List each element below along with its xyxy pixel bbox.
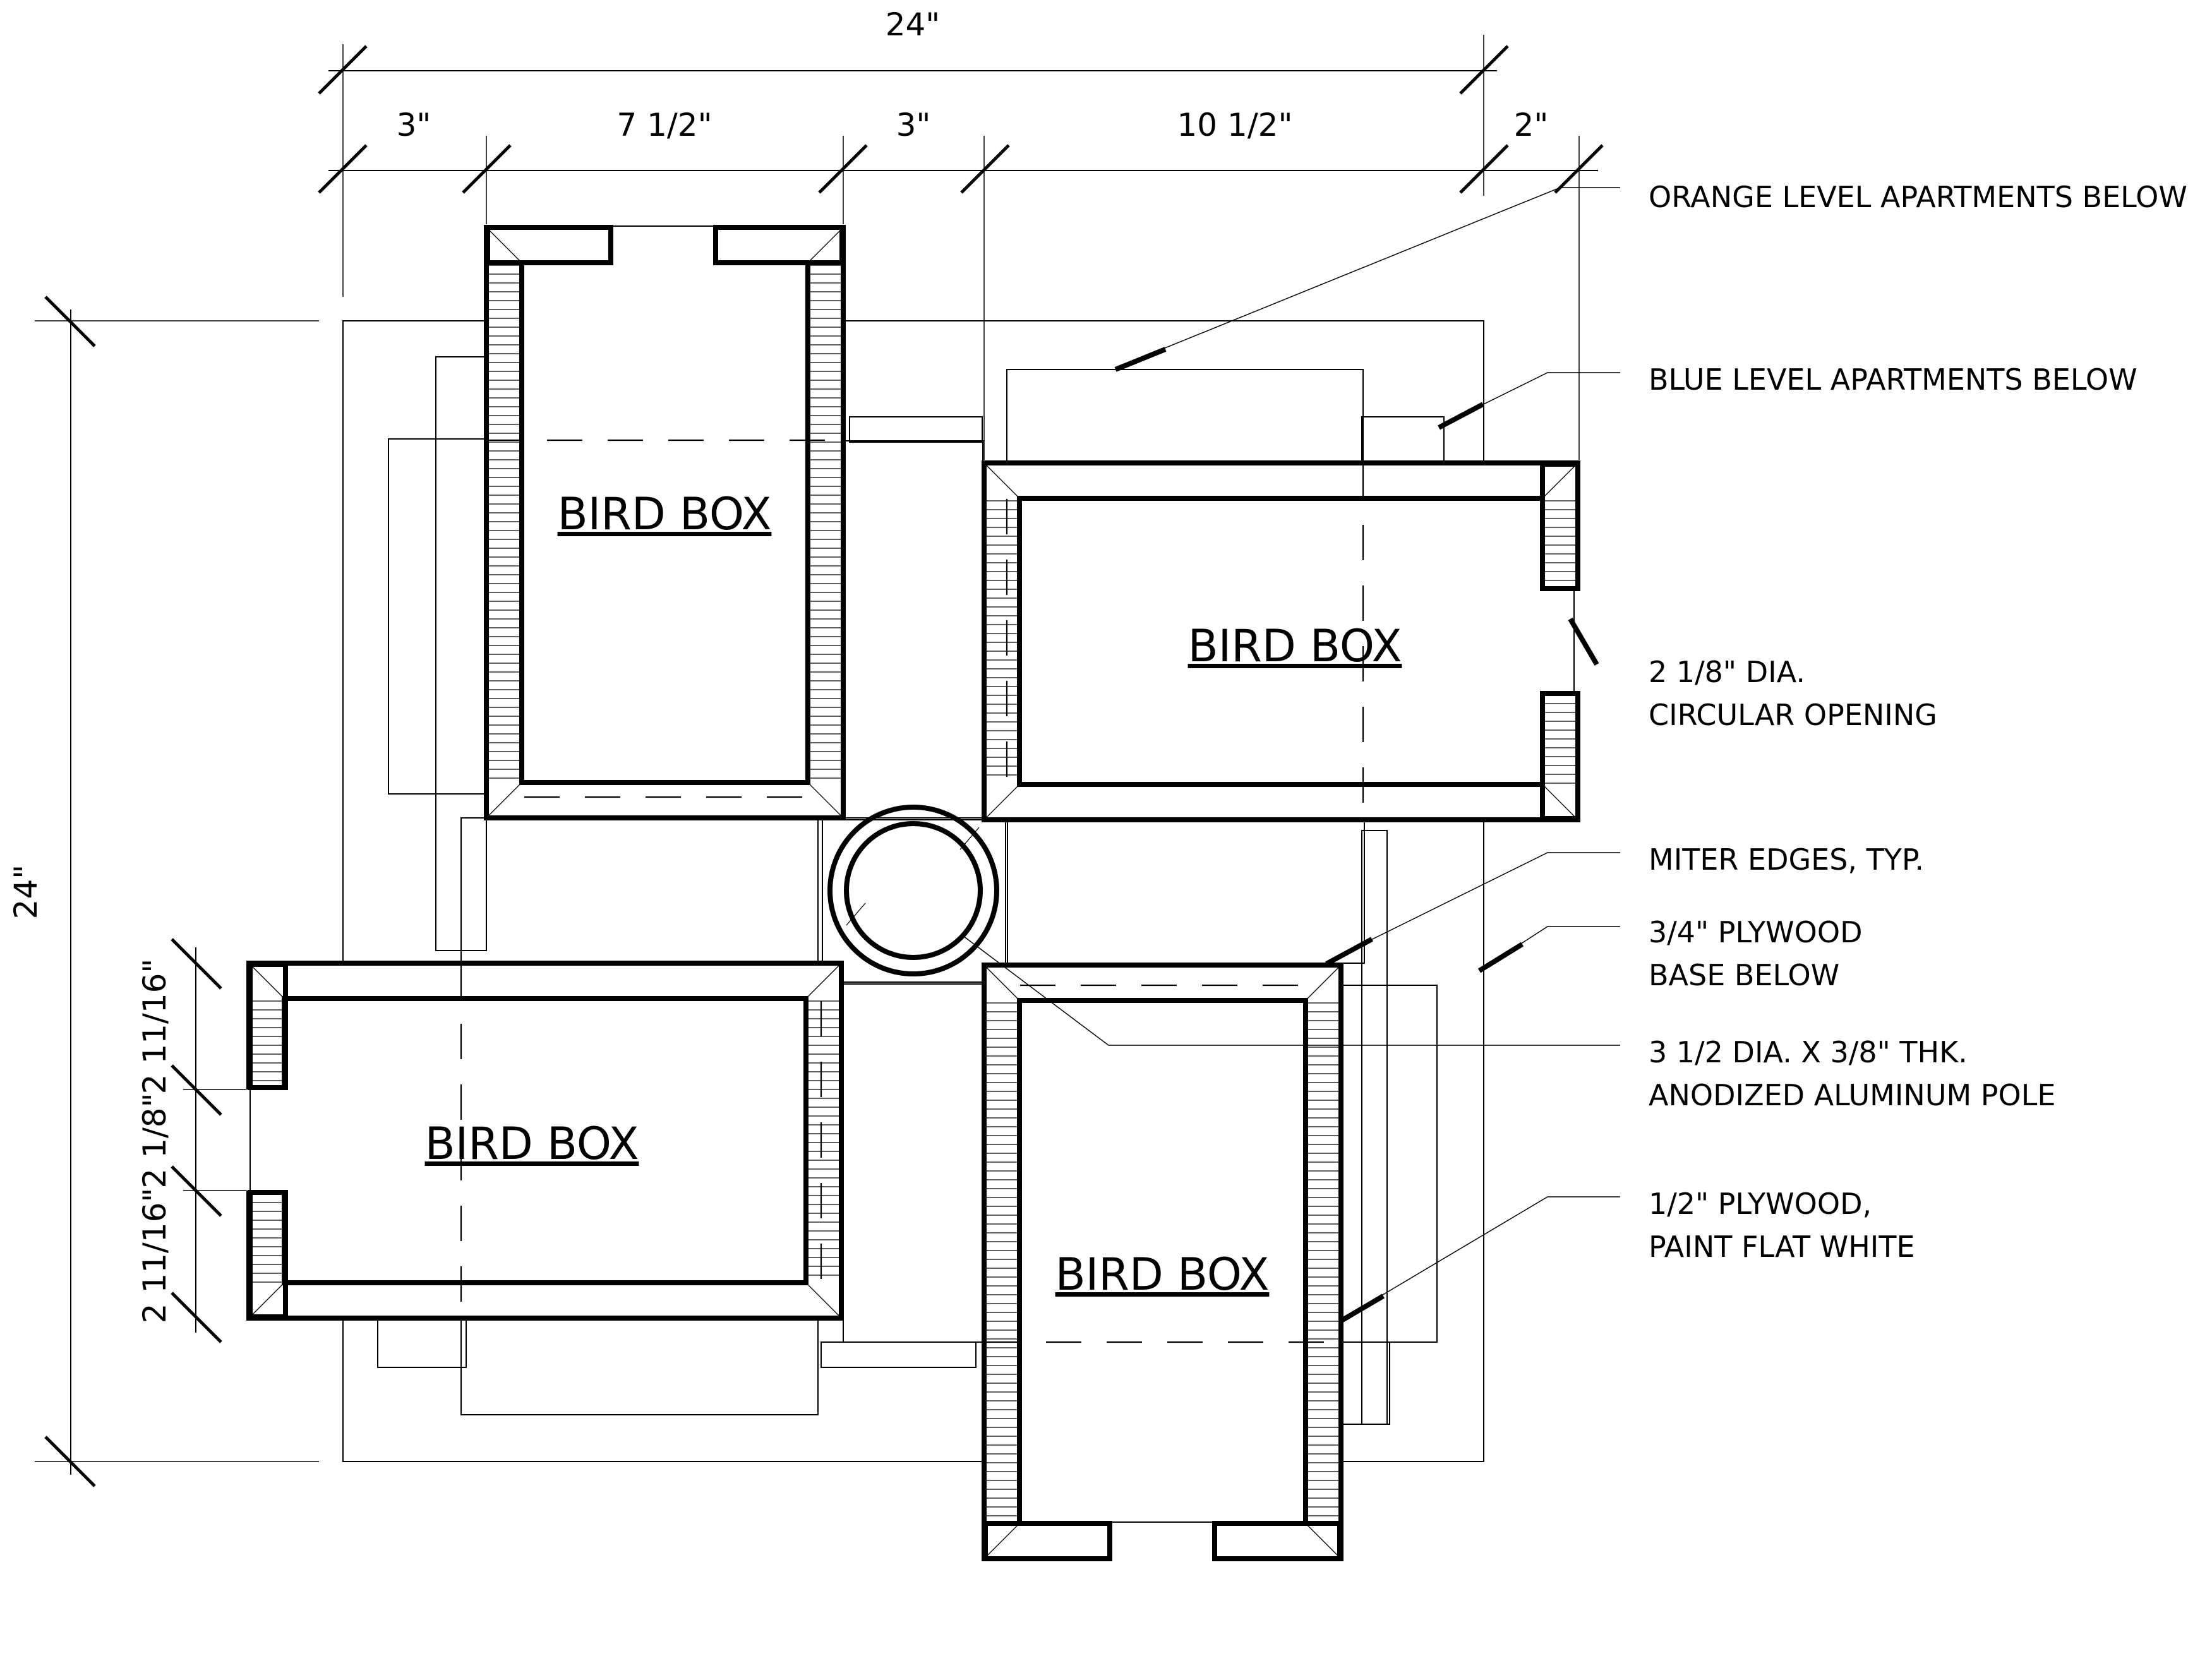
- note-opening-line2: CIRCULAR OPENING: [1649, 698, 1937, 732]
- pole-outer-ring: [827, 805, 999, 976]
- lower-level-bottom-mid: [820, 1341, 977, 1368]
- overall-width-label: 24": [886, 6, 941, 43]
- bird-box-top-left: BIRD BOX: [484, 222, 846, 820]
- box-b-label: BIRD BOX: [1188, 620, 1402, 672]
- box-d-label: BIRD BOX: [1055, 1249, 1270, 1300]
- note-plywood-line2: PAINT FLAT WHITE: [1649, 1230, 1915, 1264]
- plywood-base-outline: [342, 320, 1484, 1462]
- box-a-entrance: [613, 222, 714, 267]
- box-c-entrance: [244, 1089, 288, 1191]
- segment-2-label: 7 1/2": [616, 107, 712, 143]
- pole-inner-ring: [844, 821, 983, 960]
- side-dim-2-label: 2 1/8": [136, 1093, 173, 1188]
- dimension-lines: 24" 3" 7 1/2" 3" 10 1/2" 2" 24" 2 11/16: [8, 6, 1604, 1487]
- pole-cap-square: [822, 819, 1006, 985]
- notes: ORANGE LEVEL APARTMENTS BELOW BLUE LEVEL…: [1649, 180, 2187, 1264]
- lower-level-bottom-left: [460, 1316, 819, 1415]
- lower-level-left: [388, 438, 490, 795]
- note-base-line1: 3/4" PLYWOOD: [1649, 915, 1863, 949]
- lower-level-center-right: [1007, 817, 1365, 964]
- bird-box-bottom-right: BIRD BOX: [982, 963, 1343, 1564]
- note-base-line2: BASE BELOW: [1649, 958, 1839, 992]
- segment-4-label: 10 1/2": [1177, 107, 1293, 143]
- note-miter-edges: MITER EDGES, TYP.: [1649, 843, 1924, 877]
- lower-level-top-right-2: [1361, 416, 1445, 468]
- lower-level-center-top: [849, 416, 983, 443]
- lower-level-mid-right-strip: [845, 440, 983, 819]
- annotation-leaders: [963, 187, 1620, 1324]
- lower-level-bottom-right: [1338, 1341, 1390, 1425]
- note-plywood-line1: 1/2" PLYWOOD,: [1649, 1187, 1872, 1221]
- note-pole-line1: 3 1/2 DIA. X 3/8" THK.: [1649, 1035, 1968, 1069]
- bird-box-top-right: BIRD BOX: [982, 460, 1583, 822]
- segment-3-label: 3": [896, 107, 931, 143]
- lower-level-right-strip: [1361, 830, 1388, 1425]
- box-c-label: BIRD BOX: [425, 1118, 639, 1170]
- lower-level-center-left: [460, 817, 819, 964]
- overall-height-label: 24": [8, 865, 44, 920]
- bird-box-bottom-left: BIRD BOX: [244, 961, 844, 1321]
- wall-hatching: [251, 265, 1575, 1516]
- box-d-entrance: [1112, 1520, 1213, 1564]
- lower-level-center-bottom: [843, 981, 983, 1343]
- box-b-entrance: [1539, 591, 1583, 692]
- note-opening-line1: 2 1/8" DIA.: [1649, 655, 1805, 689]
- lower-level-bottom-left-2: [377, 1316, 467, 1368]
- segment-1-label: 3": [397, 107, 431, 143]
- note-blue-level: BLUE LEVEL APARTMENTS BELOW: [1649, 363, 2137, 397]
- aluminum-pole: [822, 805, 1006, 985]
- box-a-label: BIRD BOX: [558, 488, 772, 540]
- note-orange-level: ORANGE LEVEL APARTMENTS BELOW: [1649, 180, 2187, 214]
- lower-level-top-right: [1006, 369, 1364, 465]
- segment-5-label: 2": [1514, 107, 1549, 143]
- note-pole-line2: ANODIZED ALUMINUM POLE: [1649, 1078, 2055, 1112]
- side-dim-3-label: 2 11/16": [136, 1188, 173, 1324]
- side-dim-1-label: 2 11/16": [136, 959, 173, 1095]
